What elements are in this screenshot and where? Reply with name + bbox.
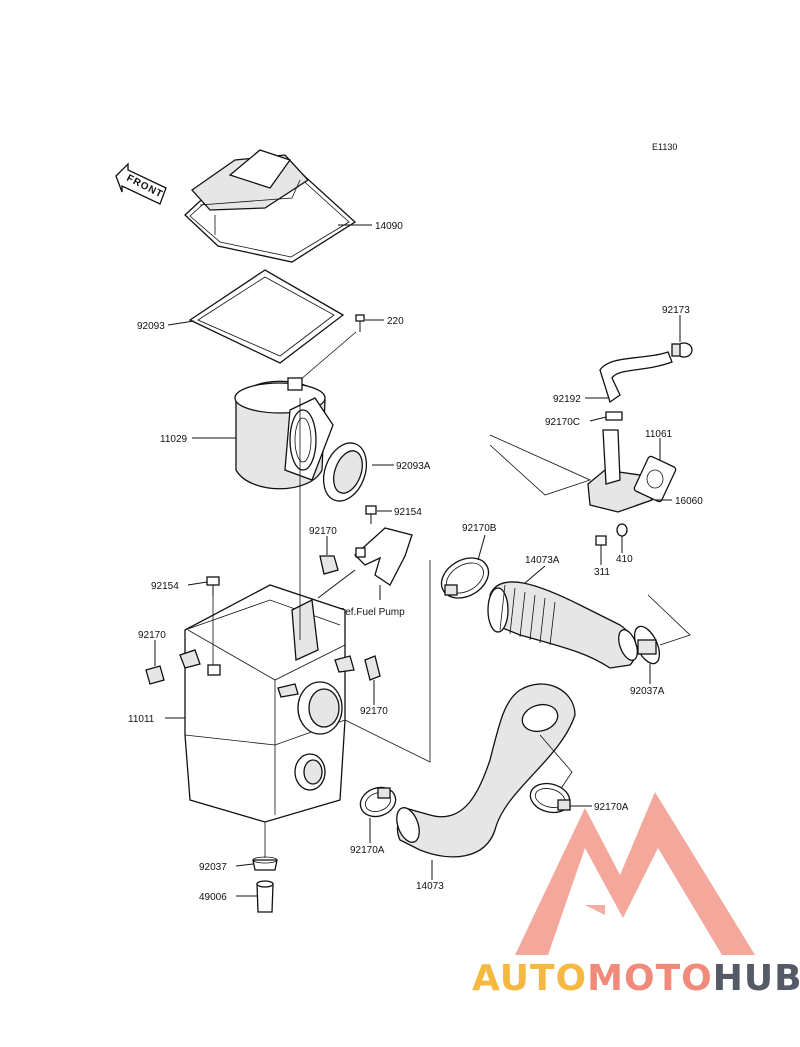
label-92093a: 92093A	[396, 461, 431, 472]
label-92170-right: 92170	[360, 706, 388, 717]
label-92170-left: 92170	[138, 630, 166, 641]
label-92170a-middle: 92170A	[350, 845, 385, 856]
automotohub-logo: AUTOMOTOHUB	[472, 958, 800, 999]
air-filter-element	[234, 377, 334, 490]
clip-92170-right	[364, 655, 381, 681]
fuel-pump-bracket	[354, 527, 413, 586]
clamp-92170b	[440, 557, 490, 599]
clamp-92170a-middle	[359, 786, 397, 818]
label-92154-left: 92154	[151, 581, 179, 592]
label-410: 410	[616, 554, 633, 565]
air-cleaner-cover	[184, 149, 357, 263]
diagram-code: E1130	[652, 142, 677, 152]
air-cleaner-housing	[179, 584, 355, 823]
clip-92170-upper	[319, 555, 339, 575]
clamp-92037	[252, 856, 278, 871]
label-92037a: 92037A	[630, 686, 665, 697]
label-92170-upper: 92170	[309, 526, 337, 537]
ref-fuel-pump-note: Ref.Fuel Pump	[338, 607, 405, 618]
logo-part-moto: MOTO	[587, 958, 713, 999]
label-92173: 92173	[662, 305, 690, 316]
label-92037: 92037	[199, 862, 227, 873]
bolt-311-icon	[595, 523, 628, 546]
label-92170a-right: 92170A	[594, 802, 629, 813]
automotohub-logo-icon	[515, 792, 755, 955]
intake-duct-14073a	[487, 581, 638, 669]
bolt-92154-housing-icon	[206, 576, 220, 596]
label-14090: 14090	[375, 221, 403, 232]
seal-92093a	[322, 442, 368, 502]
logo-part-auto: AUTO	[472, 958, 588, 999]
clamp-92037a	[633, 625, 661, 665]
label-92192: 92192	[553, 394, 581, 405]
gasket-92093	[188, 269, 345, 364]
label-11061: 11061	[645, 429, 673, 440]
label-11011: 11011	[128, 714, 155, 725]
screw-220-icon	[355, 314, 365, 332]
label-11029: 11029	[160, 434, 188, 445]
front-arrow-icon: FRONT	[115, 162, 167, 205]
label-92093: 92093	[137, 321, 165, 332]
label-14073a: 14073A	[525, 555, 560, 566]
label-49006: 49006	[199, 892, 227, 903]
label-16060: 16060	[675, 496, 703, 507]
breather-fitting	[587, 429, 677, 513]
label-92154-top: 92154	[394, 507, 422, 518]
label-311: 311	[594, 567, 610, 578]
clamp-92170a-right	[529, 782, 571, 814]
drain-tube-49006	[256, 880, 274, 913]
logo-part-hub: HUB	[712, 958, 800, 999]
clip-92170-left	[145, 665, 165, 685]
label-220: 220	[387, 316, 404, 327]
label-14073: 14073	[416, 881, 444, 892]
bolt-92154-icon	[365, 505, 377, 524]
intake-duct-14073	[396, 683, 576, 858]
label-92170b: 92170B	[462, 523, 497, 534]
breather-hose	[599, 342, 693, 421]
label-92170c: 92170C	[545, 417, 580, 428]
